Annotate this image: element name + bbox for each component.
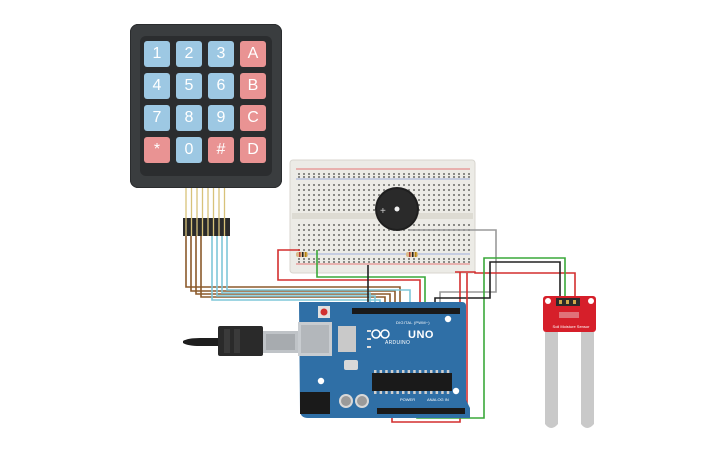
keypad-key[interactable]: 6 [208,73,234,99]
keypad-key[interactable]: 4 [144,73,170,99]
keypad-key[interactable]: C [240,105,266,131]
keypad-key[interactable]: * [144,137,170,163]
sensor-label: Soil Moisture Sensor [552,324,590,329]
keypad-key[interactable]: 3 [208,41,234,67]
keypad-header [183,188,230,236]
resistor-2[interactable] [406,252,418,257]
resistor-1[interactable] [296,252,308,257]
arduino-uno-board[interactable] [298,302,470,418]
keypad-key[interactable]: # [208,137,234,163]
keypad-key[interactable]: 9 [208,105,234,131]
power-header-label: POWER [400,397,416,402]
keypad-key[interactable]: 0 [176,137,202,163]
usb-cable [183,326,298,356]
arduino-logo [371,329,390,339]
analog-header-label: ANALOG IN [427,397,449,402]
keypad-key[interactable]: 5 [176,73,202,99]
keypad-key[interactable]: 8 [176,105,202,131]
keypad-key[interactable]: 7 [144,105,170,131]
board-model-label: UNO [408,329,434,341]
svg-text:+: + [380,206,386,217]
board-brand-label: ARDUINO [385,340,411,346]
keypad-key[interactable]: 2 [176,41,202,67]
soil-moisture-sensor[interactable] [543,296,596,428]
keypad-key[interactable]: D [240,137,266,163]
keypad-key[interactable]: A [240,41,266,67]
keypad-key[interactable]: 1 [144,41,170,67]
keypad-key[interactable]: B [240,73,266,99]
piezo-buzzer[interactable]: + [375,187,419,231]
digital-header-label: DIGITAL (PWM~) [396,320,430,325]
